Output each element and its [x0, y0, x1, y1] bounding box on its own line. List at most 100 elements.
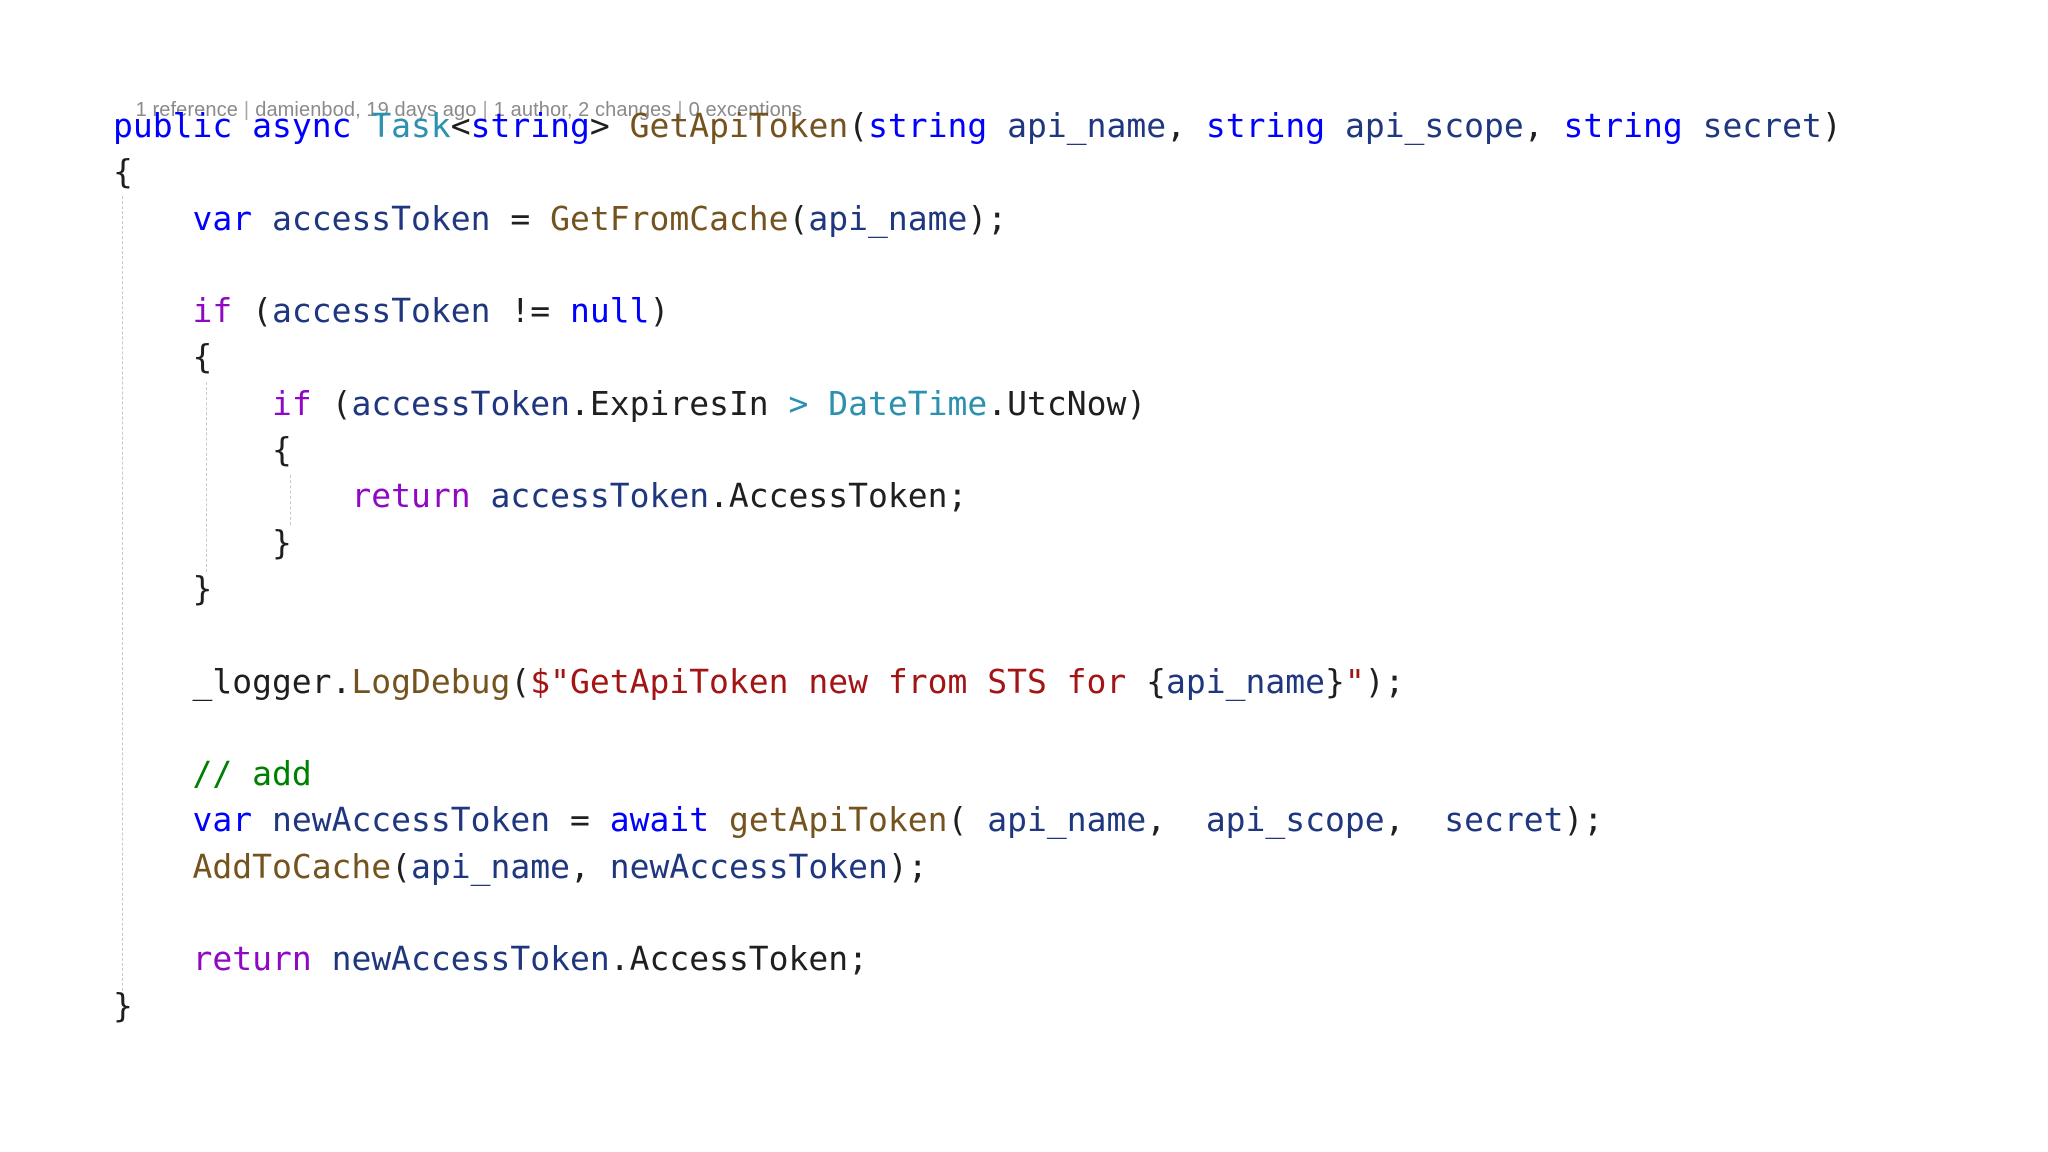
indent-guide-method	[122, 196, 123, 1016]
code-token: api_name	[1007, 106, 1167, 145]
code-token: api_name	[411, 846, 570, 886]
code-token: var	[192, 198, 253, 238]
code-token: (	[391, 846, 412, 886]
code-token: api_name	[808, 198, 968, 238]
code-token	[113, 754, 192, 793]
code-token: // add	[192, 754, 312, 794]
code-token: accessToken	[271, 198, 491, 238]
code-line[interactable]	[113, 242, 1842, 288]
code-token: newAccessToken	[331, 939, 610, 979]
code-token: =	[490, 198, 551, 238]
code-token	[351, 106, 371, 145]
code-token: }	[113, 522, 292, 562]
code-token: if	[192, 291, 233, 331]
code-token: newAccessToken	[609, 846, 888, 886]
code-token: accessToken	[351, 383, 570, 423]
code-token	[987, 106, 1007, 145]
codelens-separator: |	[677, 99, 683, 121]
code-token: api_name	[1166, 661, 1325, 701]
codelens-author-time[interactable]: damienbod, 19 days ago	[255, 99, 477, 121]
code-line[interactable]: {	[113, 334, 1842, 380]
code-token: newAccessToken	[271, 800, 551, 840]
code-token: await	[609, 800, 710, 840]
code-token: string	[470, 106, 590, 145]
code-token: .ExpiresIn	[570, 383, 789, 423]
code-token: (	[311, 383, 352, 423]
code-line[interactable]: public async Task<string> GetApiToken(st…	[113, 103, 1842, 149]
code-token: api_scope	[1344, 106, 1524, 145]
code-token: string	[868, 106, 988, 145]
code-token: GetApiToken	[629, 106, 849, 145]
codelens-authors-changes[interactable]: 1 author, 2 changes	[493, 99, 672, 121]
code-line[interactable]: // add	[113, 751, 1842, 797]
code-token: .AccessToken;	[709, 476, 968, 516]
code-token	[113, 847, 192, 886]
code-token: ,	[1384, 800, 1445, 840]
code-token: accessToken	[271, 291, 491, 331]
code-line[interactable]: {	[113, 427, 1842, 473]
code-token: =	[550, 800, 610, 840]
code-token	[113, 384, 272, 423]
code-token	[709, 800, 729, 839]
code-token: $"GetApiToken new from STS for	[530, 661, 1147, 701]
code-token: <	[450, 106, 471, 145]
code-token: async	[252, 106, 352, 145]
code-token	[252, 800, 272, 839]
code-token: ,	[570, 846, 610, 886]
code-line[interactable]: return accessToken.AccessToken;	[113, 473, 1842, 519]
code-token: api_name	[987, 800, 1147, 840]
code-token	[232, 106, 252, 145]
code-token	[252, 199, 272, 238]
code-line[interactable]	[113, 705, 1842, 751]
code-line[interactable]: if (accessToken.ExpiresIn > DateTime.Utc…	[113, 381, 1842, 427]
code-token: {	[1146, 661, 1167, 701]
code-token: (	[947, 800, 988, 840]
code-line[interactable]: AddToCache(api_name, newAccessToken);	[113, 844, 1842, 890]
code-token: .UtcNow)	[987, 383, 1147, 423]
code-token	[808, 384, 828, 423]
indent-guide-if-outer	[206, 382, 207, 572]
code-token: GetFromCache	[550, 198, 789, 238]
code-token: ,	[1166, 106, 1206, 145]
code-token: }	[113, 985, 133, 1025]
code-token: >	[589, 106, 630, 145]
code-line[interactable]: {	[113, 149, 1842, 195]
code-token: )	[1821, 106, 1842, 145]
code-token: ,	[1146, 800, 1206, 840]
code-line[interactable]: return newAccessToken.AccessToken;	[113, 936, 1842, 982]
code-token: "	[1344, 661, 1365, 701]
code-text-area[interactable]: public async Task<string> GetApiToken(st…	[113, 103, 1842, 1029]
code-line[interactable]: var newAccessToken = await getApiToken( …	[113, 797, 1842, 843]
code-token: LogDebug	[351, 661, 511, 701]
codelens-exceptions[interactable]: 0 exceptions	[688, 99, 803, 121]
code-line[interactable]: }	[113, 983, 1842, 1029]
codelens-separator: |	[482, 99, 488, 121]
code-token: string	[1205, 106, 1326, 145]
code-line[interactable]	[113, 890, 1842, 936]
code-token: );	[887, 846, 928, 886]
code-token: );	[967, 198, 1008, 238]
codelens-references[interactable]: 1 reference	[135, 99, 238, 121]
code-token: getApiToken	[728, 800, 948, 840]
code-line[interactable]	[113, 612, 1842, 658]
code-token	[113, 939, 192, 978]
code-token: );	[1364, 661, 1405, 701]
code-line[interactable]: if (accessToken != null)	[113, 288, 1842, 334]
code-token: );	[1563, 800, 1604, 840]
code-token: }	[113, 568, 213, 608]
code-line[interactable]: _logger.LogDebug($"GetApiToken new from …	[113, 659, 1842, 705]
code-token: (	[510, 661, 531, 701]
code-token: if	[271, 383, 312, 423]
code-token: (	[232, 291, 272, 331]
code-token: _logger.	[113, 661, 352, 701]
code-token: )	[649, 291, 670, 331]
code-token: {	[113, 430, 292, 470]
code-line[interactable]: }	[113, 566, 1842, 612]
code-token: accessToken	[490, 476, 710, 516]
code-token: DateTime	[828, 383, 988, 423]
code-line[interactable]: }	[113, 520, 1842, 566]
code-token	[113, 476, 351, 515]
codelens-bar: 1 reference|damienbod, 19 days ago|1 aut…	[113, 76, 802, 145]
code-line[interactable]: var accessToken = GetFromCache(api_name)…	[113, 196, 1842, 242]
